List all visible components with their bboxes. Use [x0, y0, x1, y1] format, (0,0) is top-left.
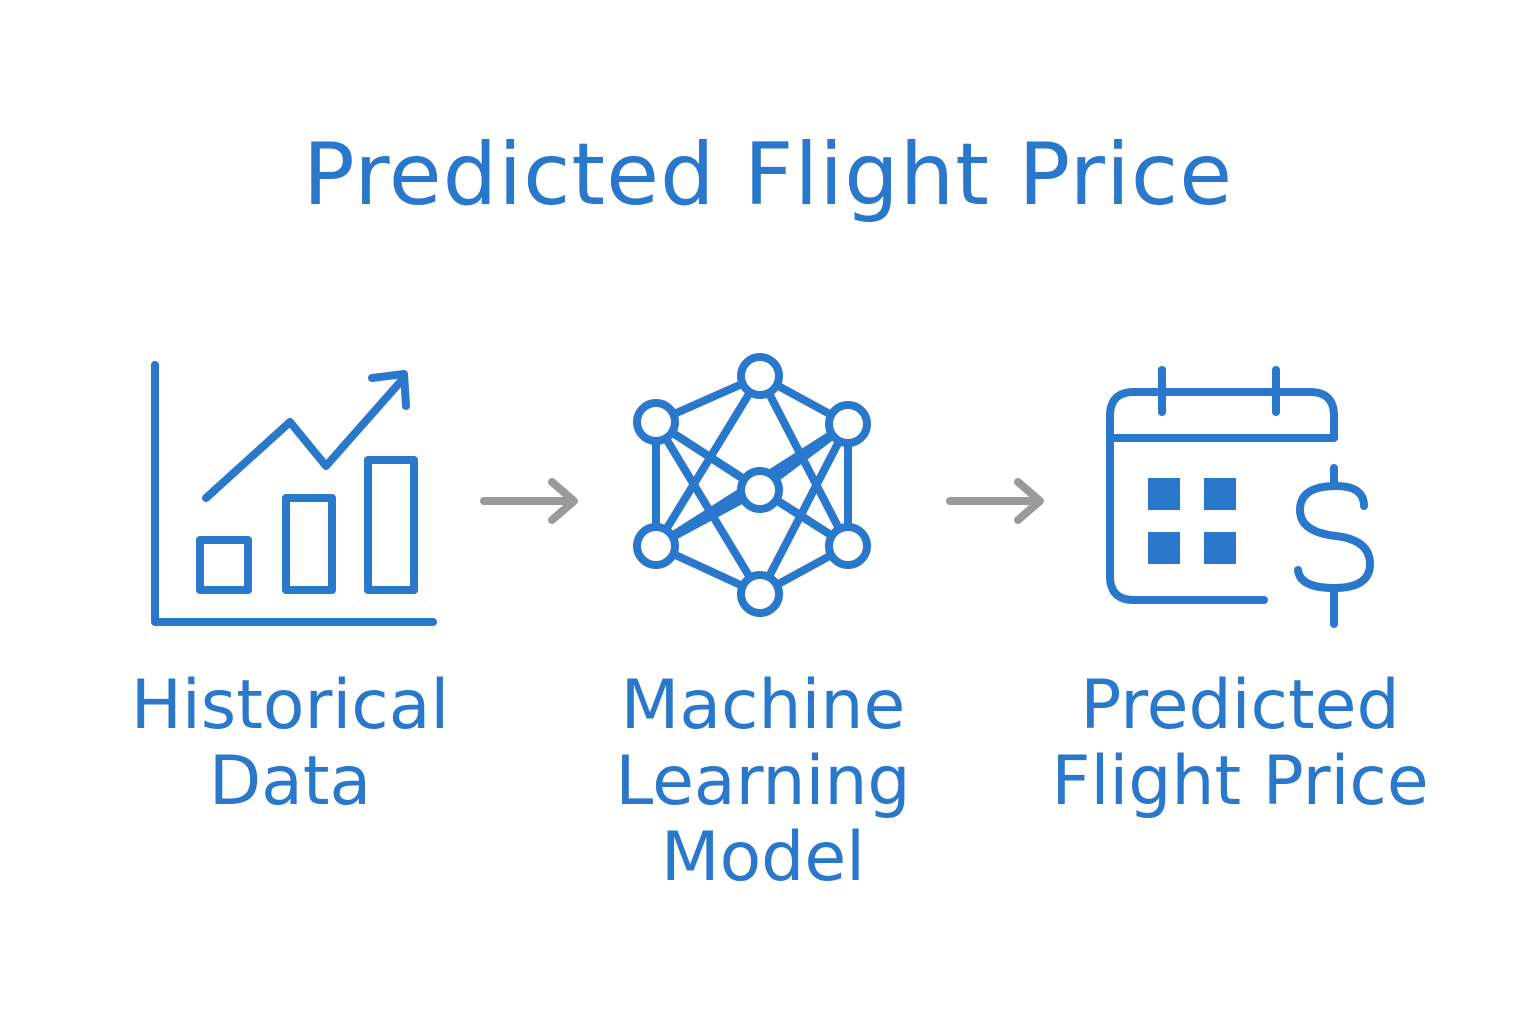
diagram-title: Predicted Flight Price	[302, 125, 1234, 225]
bar-chart-trend-icon	[151, 361, 437, 626]
step-label-predicted-flight-price: Predicted Flight Price	[1051, 666, 1429, 821]
neural-network-icon	[633, 353, 871, 617]
right-arrow-icon	[480, 478, 578, 524]
calendar-dollar-icon	[1106, 366, 1374, 628]
right-arrow-icon	[946, 478, 1044, 524]
step-label-machine-learning-model: Machine Learning Model	[615, 666, 911, 897]
step-label-historical-data: Historical Data	[130, 666, 450, 821]
